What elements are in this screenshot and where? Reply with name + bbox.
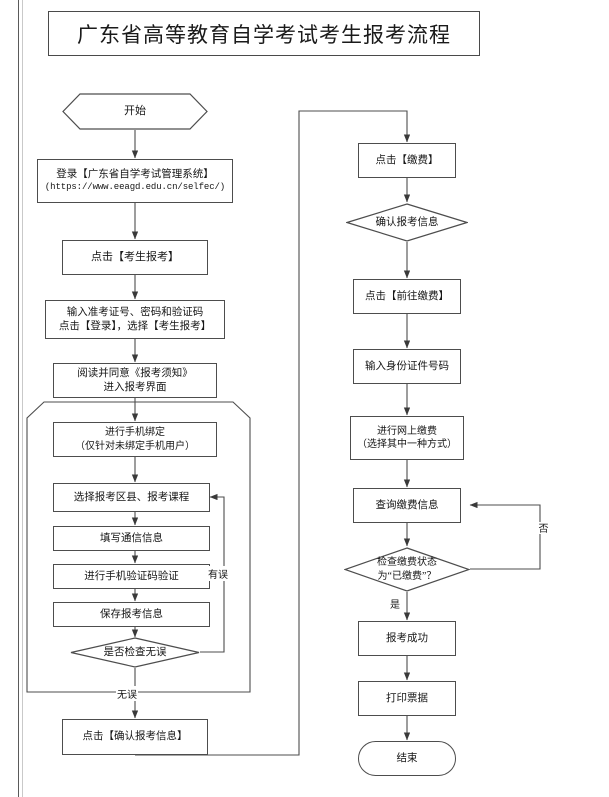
node-login-url: (https://www.eeagd.edu.cn/selfec/) <box>44 181 226 192</box>
diamond-shape <box>346 203 468 242</box>
node-login[interactable]: 登录【广东省自学考试管理系统】 (https://www.eeagd.edu.c… <box>37 159 233 203</box>
node-check-paid[interactable]: 检查缴费状态 为“已缴费”？ <box>344 547 470 592</box>
node-input-credentials[interactable]: 输入准考证号、密码和验证码 点击【登录】，选择【考生报考】 <box>45 300 225 339</box>
node-end[interactable]: 结束 <box>358 741 456 776</box>
edge-label-error: 有误 <box>207 566 229 581</box>
node-success-label: 报考成功 <box>386 632 428 644</box>
node-online-pay[interactable]: 进行网上缴费 （选择其中一种方式） <box>350 416 464 460</box>
node-query-pay[interactable]: 查询缴费信息 <box>353 488 461 523</box>
node-goto-pay[interactable]: 点击【前往缴费】 <box>353 279 461 314</box>
diamond-shape <box>70 637 200 668</box>
node-fill-contact-label: 填写通信信息 <box>100 532 163 544</box>
hexagon-shape <box>62 93 208 130</box>
node-bind-phone-label: 进行手机绑定 （仅针对未绑定手机用户） <box>75 427 195 452</box>
page-title: 广东省高等教育自学考试考生报考流程 <box>77 22 451 47</box>
edge-label-ok: 无误 <box>116 686 138 701</box>
page-edge-rule-2 <box>22 0 23 797</box>
wire-no-loopback <box>469 501 541 570</box>
node-confirm-info-label: 点击【确认报考信息】 <box>82 731 188 743</box>
node-select-area[interactable]: 选择报考区县、报考课程 <box>53 483 210 512</box>
node-verify-code[interactable]: 进行手机验证码验证 <box>53 564 210 589</box>
node-check-paid-label: 检查缴费状态 为“已缴费”？ <box>377 557 437 582</box>
node-start-label: 开始 <box>124 105 146 118</box>
node-click-exam[interactable]: 点击【考生报考】 <box>62 240 208 275</box>
node-online-pay-label: 进行网上缴费 （选择其中一种方式） <box>357 425 457 450</box>
node-confirm-registration[interactable]: 确认报考信息 <box>346 203 468 242</box>
node-print[interactable]: 打印票据 <box>358 681 456 716</box>
node-print-label: 打印票据 <box>386 692 428 704</box>
node-bind-phone[interactable]: 进行手机绑定 （仅针对未绑定手机用户） <box>53 422 217 457</box>
node-check-ok[interactable]: 是否检查无误 <box>70 637 200 668</box>
node-input-credentials-label: 输入准考证号、密码和验证码 点击【登录】，选择【考生报考】 <box>58 306 212 332</box>
node-login-label: 登录【广东省自学考试管理系统】 <box>56 169 214 181</box>
node-input-id[interactable]: 输入身份证件号码 <box>353 349 461 384</box>
node-fill-contact[interactable]: 填写通信信息 <box>53 526 210 551</box>
page-title-box: 广东省高等教育自学考试考生报考流程 <box>48 11 480 56</box>
edge-label-no: 否 <box>534 522 549 534</box>
node-confirm-registration-label: 确认报考信息 <box>375 216 439 228</box>
node-end-label: 结束 <box>396 752 418 764</box>
node-success[interactable]: 报考成功 <box>358 621 456 656</box>
node-start[interactable]: 开始 <box>62 93 208 130</box>
node-click-pay-label: 点击【缴费】 <box>375 154 439 166</box>
diamond-shape <box>344 547 470 592</box>
node-click-exam-label: 点击【考生报考】 <box>91 251 179 264</box>
page-edge-rule-1 <box>18 0 19 797</box>
node-select-area-label: 选择报考区县、报考课程 <box>73 491 190 503</box>
node-check-ok-label: 是否检查无误 <box>103 646 167 658</box>
node-goto-pay-label: 点击【前往缴费】 <box>365 290 449 302</box>
node-verify-code-label: 进行手机验证码验证 <box>84 570 179 582</box>
node-input-id-label: 输入身份证件号码 <box>365 360 449 372</box>
node-click-pay[interactable]: 点击【缴费】 <box>358 143 456 178</box>
node-save-info[interactable]: 保存报考信息 <box>53 602 210 627</box>
node-save-info-label: 保存报考信息 <box>100 608 163 620</box>
node-read-notice[interactable]: 阅读并同意《报考须知》 进入报考界面 <box>53 363 217 398</box>
node-query-pay-label: 查询缴费信息 <box>375 499 439 511</box>
node-read-notice-label: 阅读并同意《报考须知》 进入报考界面 <box>77 367 193 393</box>
node-confirm-info[interactable]: 点击【确认报考信息】 <box>62 719 208 755</box>
edge-label-yes: 是 <box>389 596 401 611</box>
